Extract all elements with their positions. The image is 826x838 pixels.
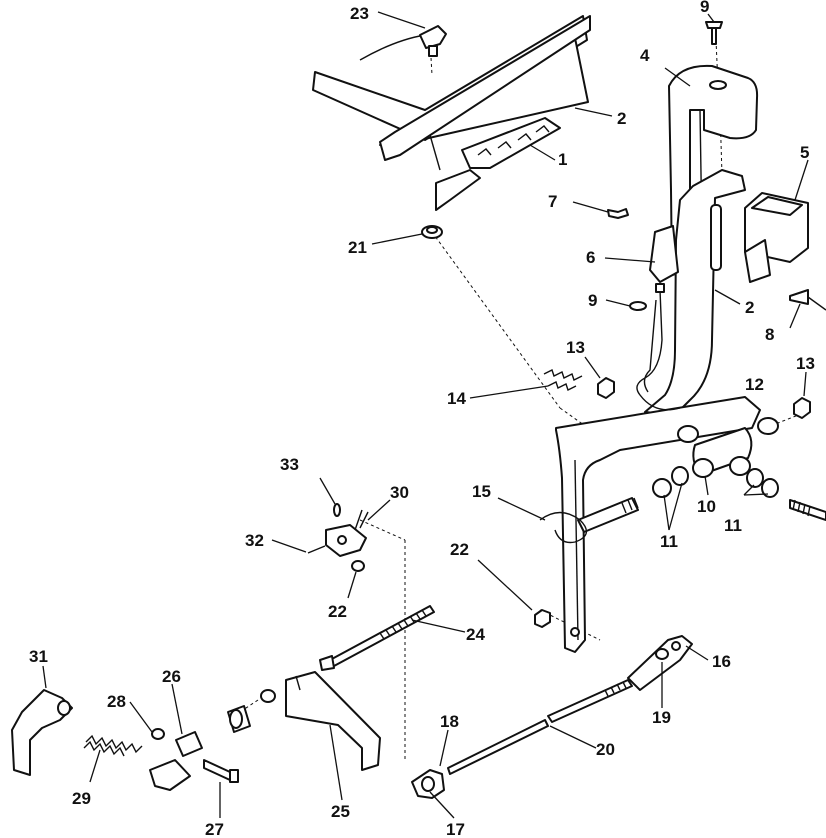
callout-9-top: 9 xyxy=(700,0,709,16)
callout-18: 18 xyxy=(440,712,459,731)
rod-end-part-16 xyxy=(627,635,693,691)
clip-part-6 xyxy=(649,225,679,283)
callout-28: 28 xyxy=(107,692,126,711)
bracket-part-31 xyxy=(325,509,369,557)
callout-23: 23 xyxy=(350,4,369,23)
callout-10: 10 xyxy=(697,497,716,516)
bracket-part-25 xyxy=(260,671,381,771)
pivot-part-10 xyxy=(677,417,779,478)
screw-part-9-top xyxy=(705,21,723,45)
screw-part-27 xyxy=(203,759,239,783)
callout-14: 14 xyxy=(447,389,466,408)
callout-32: 32 xyxy=(245,531,264,550)
lever-lower-tab xyxy=(570,627,580,637)
callout-9: 9 xyxy=(588,291,597,310)
callout-4: 4 xyxy=(640,46,650,65)
spring-part-29 xyxy=(83,734,143,757)
nut-part-13-right xyxy=(793,397,811,419)
nut-part-22-center xyxy=(534,609,551,628)
wire-harness xyxy=(636,283,681,411)
callout-5: 5 xyxy=(800,143,809,162)
grommet-part-21 xyxy=(421,225,443,239)
callout-labels: 23 2 1 4 9 5 7 6 9 2 8 21 13 13 12 14 15… xyxy=(29,0,815,838)
washers-part-11 xyxy=(652,466,779,498)
callout-1: 1 xyxy=(558,150,567,169)
callout-33: 33 xyxy=(280,455,299,474)
callout-22-left: 22 xyxy=(328,602,347,621)
callout-21: 21 xyxy=(348,238,367,257)
screw-part-7 xyxy=(607,208,629,219)
assembly-line-4 xyxy=(719,109,723,176)
callout-17: 17 xyxy=(446,820,465,838)
block-part-26 xyxy=(175,731,203,757)
block-part-5 xyxy=(744,192,809,283)
callout-13-left: 13 xyxy=(566,338,585,357)
nut-part-22-left xyxy=(351,560,365,572)
leader-lines xyxy=(42,11,809,819)
nut-part-28 xyxy=(151,728,165,740)
rod-part-20 xyxy=(447,679,633,775)
assembly-line-31 xyxy=(359,519,406,541)
callout-24: 24 xyxy=(466,625,485,644)
washer-part-9 xyxy=(629,301,647,311)
bracket-part-1 xyxy=(435,117,561,211)
rod-part-24 xyxy=(319,605,435,671)
clip-part-15 xyxy=(539,511,588,544)
rail-part-3 xyxy=(312,15,591,171)
nut-part-13-left xyxy=(597,377,615,399)
pin-part-33 xyxy=(333,503,341,517)
bolt-threaded-right xyxy=(789,499,826,521)
pin-part-32 xyxy=(307,545,326,554)
callout-8: 8 xyxy=(765,325,774,344)
callout-20: 20 xyxy=(596,740,615,759)
bolt-shaft xyxy=(577,497,639,533)
callout-6: 6 xyxy=(586,248,595,267)
callout-11-left: 11 xyxy=(660,532,678,551)
callout-12: 12 xyxy=(745,375,764,394)
nut-part-19 xyxy=(655,648,669,660)
pin-part-8 xyxy=(789,289,826,311)
callout-25: 25 xyxy=(331,802,350,821)
callout-22-center: 22 xyxy=(450,540,469,559)
callout-11-right: 11 xyxy=(724,516,742,535)
callout-19: 19 xyxy=(652,708,671,727)
spring-part-14 xyxy=(543,369,583,391)
ball-joint-part-17 xyxy=(411,769,445,799)
bushing xyxy=(227,705,251,733)
plate-part-28b xyxy=(149,759,191,791)
knob-part-23 xyxy=(419,25,447,57)
assembly-line-22 xyxy=(539,609,601,641)
callout-29: 29 xyxy=(72,789,91,808)
assembly-line-21 xyxy=(431,231,561,409)
callout-16: 16 xyxy=(712,652,731,671)
arm-part-2 xyxy=(644,169,746,416)
callout-13-right: 13 xyxy=(796,354,815,373)
callout-3: 2 xyxy=(617,109,626,128)
callout-7: 7 xyxy=(548,192,557,211)
callout-30: 31 xyxy=(29,647,48,666)
callout-15: 15 xyxy=(472,482,491,501)
lever-part-12 xyxy=(555,396,761,653)
callout-31: 30 xyxy=(390,483,409,502)
bracket-part-30 xyxy=(11,689,73,776)
callout-27: 27 xyxy=(205,820,224,838)
callout-26: 26 xyxy=(162,667,181,686)
callout-2: 2 xyxy=(745,298,754,317)
